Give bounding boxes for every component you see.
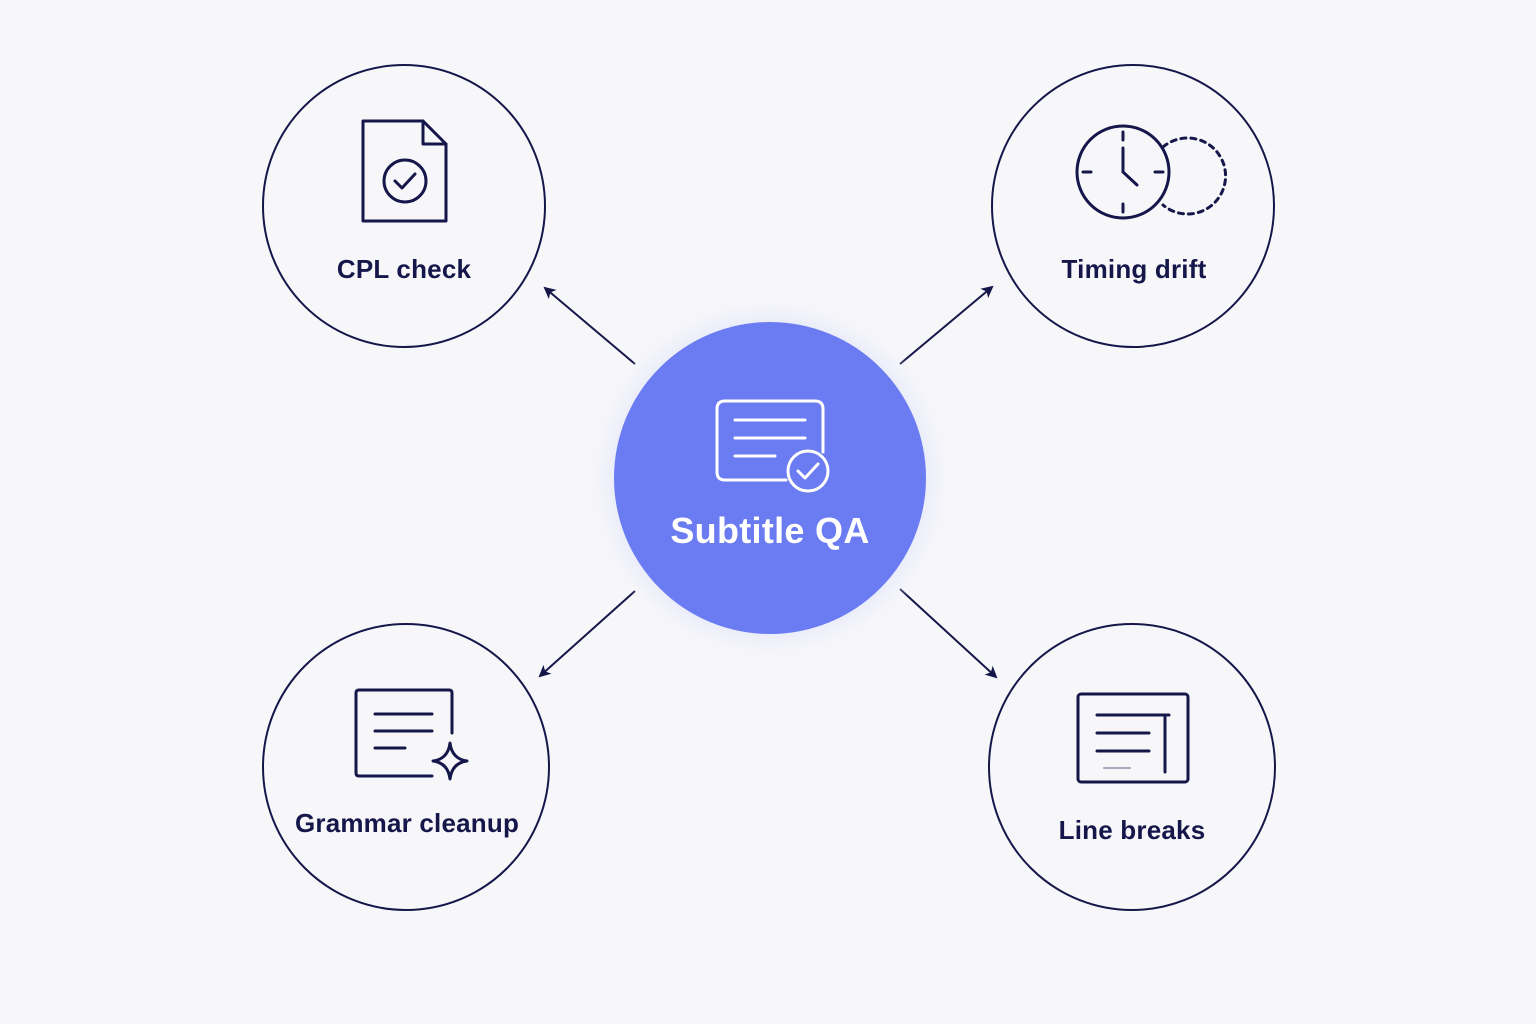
center-node [614, 322, 926, 634]
subtitle-check-icon [715, 399, 830, 493]
cpl-check-label: CPL check [336, 254, 472, 284]
timing-drift-label: Timing drift [1061, 254, 1207, 284]
arrow-to-cpl-check [543, 286, 636, 365]
line-breaks-label: Line breaks [1058, 815, 1206, 845]
arrow-to-line-breaks [899, 588, 998, 679]
node-grammar-cleanup [262, 623, 550, 911]
grammar-cleanup-label: Grammar cleanup [294, 808, 520, 838]
arrow-to-timing-drift [899, 285, 994, 365]
node-line-breaks [988, 623, 1276, 911]
center-label: Subtitle QA [670, 510, 870, 551]
line-break-icon [1076, 692, 1190, 784]
node-cpl-check [262, 64, 546, 348]
arrow-to-grammar-cleanup [538, 590, 636, 678]
text-sparkle-icon [354, 688, 469, 781]
node-timing-drift [991, 64, 1275, 348]
document-check-icon [361, 119, 448, 223]
clock-drift-icon [1075, 124, 1228, 220]
